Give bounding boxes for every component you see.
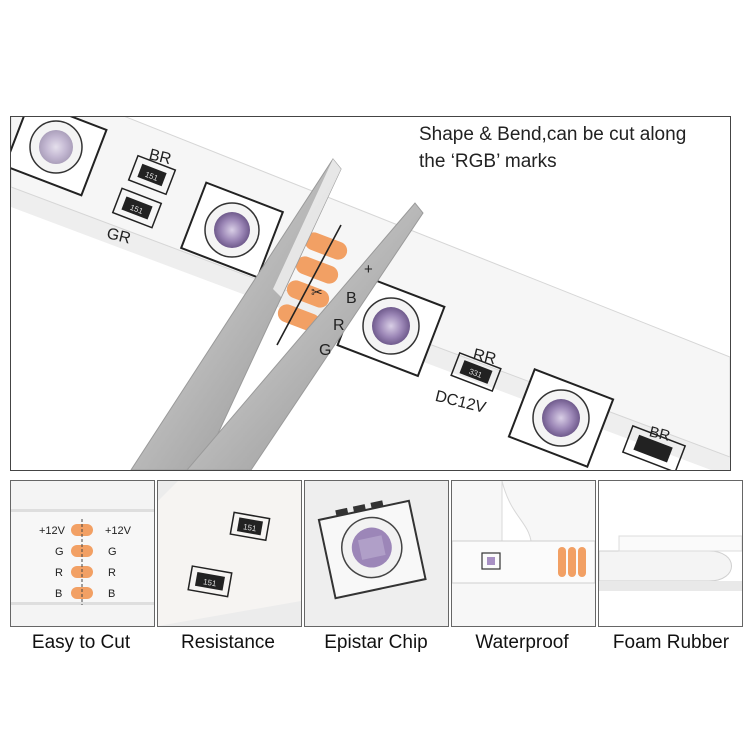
headline-line-1: Shape & Bend,can be cut along xyxy=(419,124,687,145)
resistor-rr: 331 xyxy=(450,351,502,393)
svg-text:B: B xyxy=(108,588,115,600)
led-chip-1 xyxy=(11,117,108,197)
svg-text:+12V: +12V xyxy=(105,525,132,537)
led-strip-illustration: 151 151 331 ✂ xyxy=(11,117,730,470)
thumbnail-foam-rubber xyxy=(598,480,743,627)
caption-easy-to-cut: Easy to Cut xyxy=(31,632,131,653)
svg-text:+12V: +12V xyxy=(39,525,66,537)
cut-line xyxy=(276,224,342,346)
thumbnail-epistar-chip xyxy=(304,480,449,627)
main-product-image: 151 151 331 ✂ xyxy=(10,116,731,471)
label-r: R xyxy=(333,317,345,334)
label-dc12v: DC12V xyxy=(433,388,487,417)
caption-epistar-chip: Epistar Chip xyxy=(324,632,428,653)
resistor-br-right xyxy=(621,424,687,470)
svg-text:G: G xyxy=(108,546,117,558)
svg-text:R: R xyxy=(108,567,116,579)
svg-text:G: G xyxy=(55,546,64,558)
caption-foam-rubber: Foam Rubber xyxy=(612,632,730,653)
scissors xyxy=(130,158,424,470)
led-chip-4 xyxy=(507,368,615,468)
resistor-br: 151 xyxy=(127,154,177,196)
thumbnail-waterproof xyxy=(451,480,596,627)
led-chip-2 xyxy=(179,181,285,279)
svg-text:B: B xyxy=(55,588,62,600)
headline-line-2: the ‘RGB’ marks xyxy=(419,151,557,172)
label-b: B xyxy=(346,290,357,307)
svg-text:151: 151 xyxy=(242,522,257,533)
thumbnail-easy-to-cut: +12V +12V G G R R B B xyxy=(10,480,155,627)
caption-resistance: Resistance xyxy=(181,632,275,653)
resistor-gr: 151 xyxy=(111,187,163,229)
label-gr: GR xyxy=(105,225,132,247)
label-br: BR xyxy=(147,146,173,168)
scissor-mark-icon: ✂ xyxy=(311,285,323,301)
thumbnail-resistance: 151 151 xyxy=(157,480,302,627)
headline: Shape & Bend,can be cut along the ‘RGB’ … xyxy=(419,121,729,175)
label-plus: + xyxy=(364,261,373,278)
label-g: G xyxy=(319,342,331,359)
svg-text:151: 151 xyxy=(202,577,217,588)
label-br-right: BR xyxy=(647,423,671,445)
svg-text:R: R xyxy=(55,567,63,579)
label-rr: RR xyxy=(471,346,498,368)
caption-waterproof: Waterproof xyxy=(475,632,569,653)
